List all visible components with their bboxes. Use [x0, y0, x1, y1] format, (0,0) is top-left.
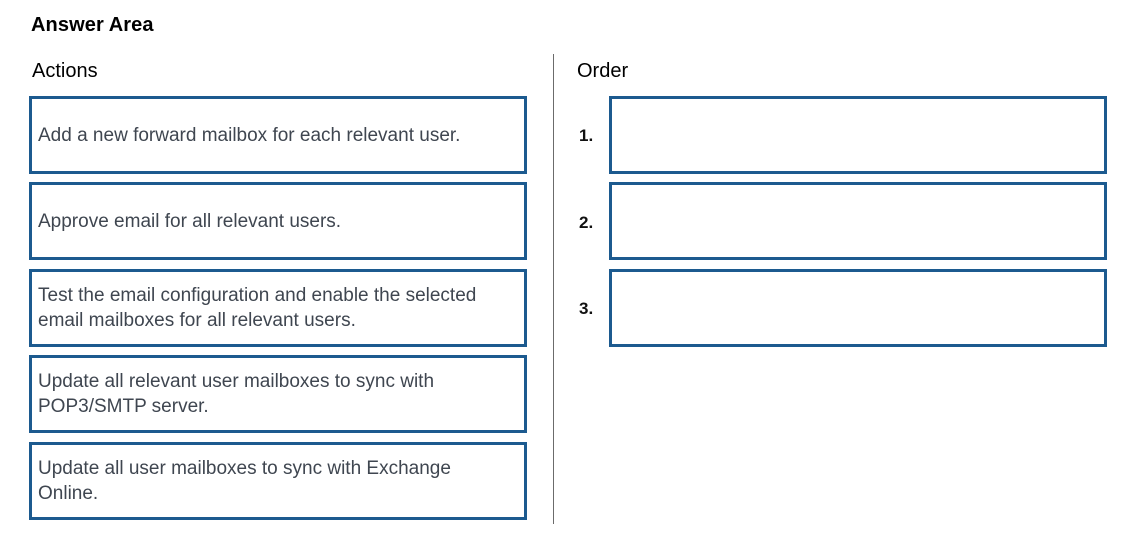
- column-divider: [553, 54, 554, 524]
- answer-area-title: Answer Area: [31, 14, 154, 36]
- action-item[interactable]: Update all user mailboxes to sync with E…: [29, 442, 527, 520]
- action-item-label: Add a new forward mailbox for each relev…: [38, 124, 461, 146]
- action-item-label: Update all relevant user mailboxes to sy…: [38, 371, 435, 417]
- action-item[interactable]: Add a new forward mailbox for each relev…: [29, 96, 527, 174]
- action-item[interactable]: Update all relevant user mailboxes to sy…: [29, 355, 527, 433]
- order-number-3: 3.: [579, 299, 594, 318]
- order-number-1: 1.: [579, 126, 594, 145]
- order-slot-2[interactable]: [609, 182, 1107, 260]
- action-item[interactable]: Approve email for all relevant users.: [29, 182, 527, 260]
- order-slot-1[interactable]: [609, 96, 1107, 174]
- order-slot-3[interactable]: [609, 269, 1107, 347]
- action-item-label: Approve email for all relevant users.: [38, 210, 342, 232]
- order-heading: Order: [577, 60, 629, 82]
- action-item[interactable]: Test the email configuration and enable …: [29, 269, 527, 347]
- action-item-label: Update all user mailboxes to sync with E…: [38, 458, 451, 504]
- action-item-label: Test the email configuration and enable …: [38, 285, 477, 331]
- actions-heading: Actions: [32, 60, 98, 82]
- order-number-2: 2.: [579, 213, 594, 232]
